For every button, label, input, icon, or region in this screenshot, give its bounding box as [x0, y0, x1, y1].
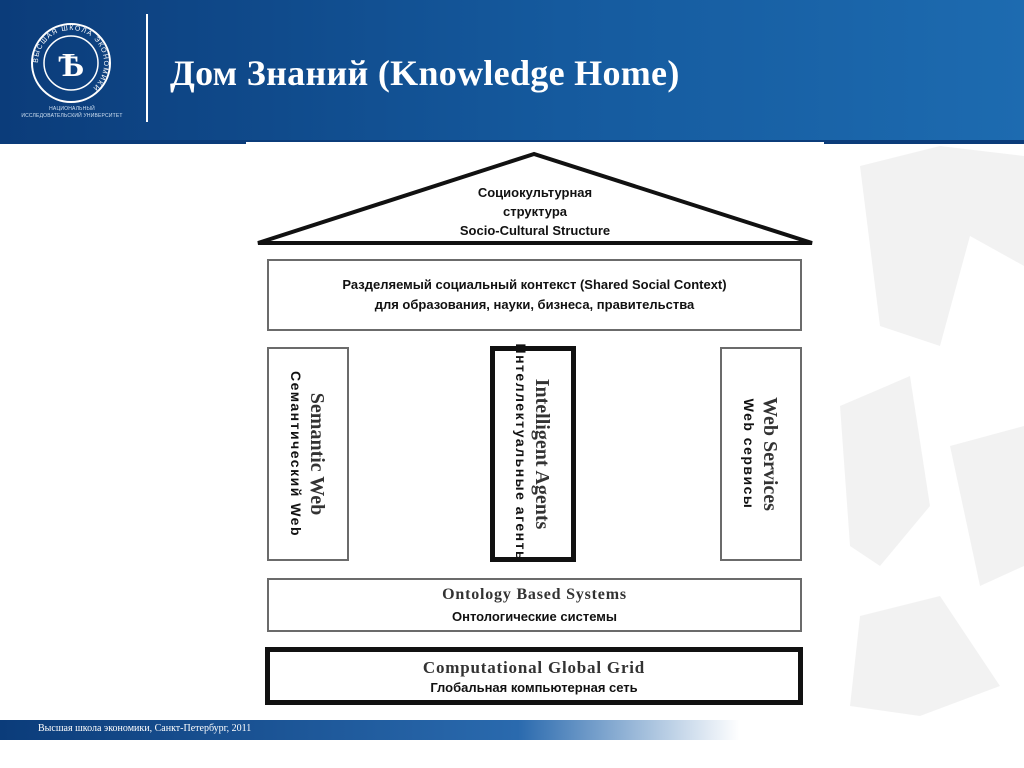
roof-triangle	[257, 151, 813, 245]
context-line-2: для образования, науки, бизнеса, правите…	[374, 297, 695, 312]
global-grid-box: Computational Global Grid Глобальная ком…	[265, 647, 803, 705]
footer-band	[0, 720, 740, 740]
ontology-label-en: Ontology Based Systems	[442, 586, 627, 603]
pillar-web-services-en: Web Services	[759, 397, 781, 511]
pillar-semantic-web-en: Semantic Web	[306, 392, 328, 516]
pillar-semantic-web-ru: Семантический Web	[288, 370, 304, 538]
university-logo: ВЫСШАЯ ШКОЛА ЭКОНОМИКИ Ѣ	[31, 23, 111, 103]
pillar-intelligent-agents-en: Intelligent Agents	[531, 378, 553, 530]
ontology-label-ru: Онтологические системы	[452, 609, 617, 624]
pillar-intelligent-agents: Intelligent Agents Интеллектуальные аген…	[490, 343, 576, 565]
background-watermark	[840, 146, 1024, 716]
pillar-semantic-web: Semantic Web Семантический Web	[267, 347, 349, 561]
header-divider	[146, 14, 148, 122]
logo-monogram: Ѣ	[58, 47, 84, 84]
roof-line-3: Socio-Cultural Structure	[459, 223, 611, 238]
grid-label-ru: Глобальная компьютерная сеть	[430, 679, 638, 695]
header-band	[0, 0, 1024, 140]
pillar-intelligent-agents-ru: Интеллектуальные агенты	[513, 343, 529, 565]
pillar-web-services: Web Services Web сервисы	[720, 347, 802, 561]
page-title: Дом Знаний (Knowledge Home)	[170, 53, 680, 93]
roof-line-2: структура	[502, 204, 568, 219]
roof-label: Социокультурная структура Socio-Cultural…	[246, 183, 824, 240]
shared-social-context-box: Разделяемый социальный контекст (Shared …	[267, 259, 802, 331]
ontology-systems-box: Ontology Based Systems Онтологические си…	[267, 578, 802, 632]
logo-caption: НАЦИОНАЛЬНЫЙ ИССЛЕДОВАТЕЛЬСКИЙ УНИВЕРСИТ…	[21, 106, 123, 119]
footer-text: Высшая школа экономики, Санкт-Петербург,…	[38, 723, 252, 734]
roof-line-1: Социокультурная	[477, 185, 593, 200]
context-line-1: Разделяемый социальный контекст (Shared …	[342, 277, 727, 292]
pillar-web-services-ru: Web сервисы	[741, 398, 757, 510]
grid-label-en: Computational Global Grid	[422, 657, 646, 677]
